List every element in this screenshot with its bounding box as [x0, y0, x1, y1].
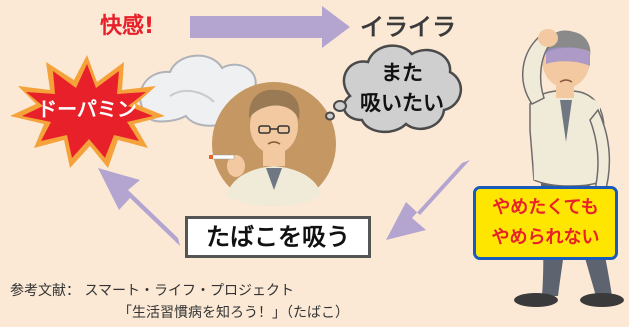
dopamine-burst-icon — [10, 55, 165, 168]
cant-quit-box: やめたくても やめられない — [473, 186, 618, 260]
cant-quit-line-1: やめたくても — [492, 197, 599, 218]
smoking-man-icon — [209, 82, 336, 206]
thought-bubble-icon — [325, 44, 463, 133]
arrow-to-dopamine — [98, 168, 180, 246]
arrow-to-smoking — [386, 160, 470, 240]
reference-line-1: 参考文献： スマート・ライフ・プロジェクト — [10, 283, 295, 299]
want-again-line-2: 吸いたい — [360, 91, 444, 115]
reference-note: 参考文献： スマート・ライフ・プロジェクト 「生活習慣病を知ろう！」（たばこ） — [10, 280, 450, 324]
reference-line-2: 「生活習慣病を知ろう！」（たばこ） — [118, 305, 349, 321]
want-again-line-1: また — [381, 61, 423, 85]
smoke-cigarette-box: たばこを吸う — [185, 216, 371, 258]
dopamine-label: ドーパミン — [37, 97, 137, 121]
cant-quit-line-2: やめられない — [491, 227, 600, 248]
want-again-text: また 吸いたい — [346, 58, 458, 128]
stressed-man-icon — [514, 29, 624, 307]
arrow-pleasure-to-irritation — [190, 6, 350, 48]
pleasure-label: 快感! — [100, 14, 155, 39]
irritation-label: イライラ — [360, 13, 456, 41]
